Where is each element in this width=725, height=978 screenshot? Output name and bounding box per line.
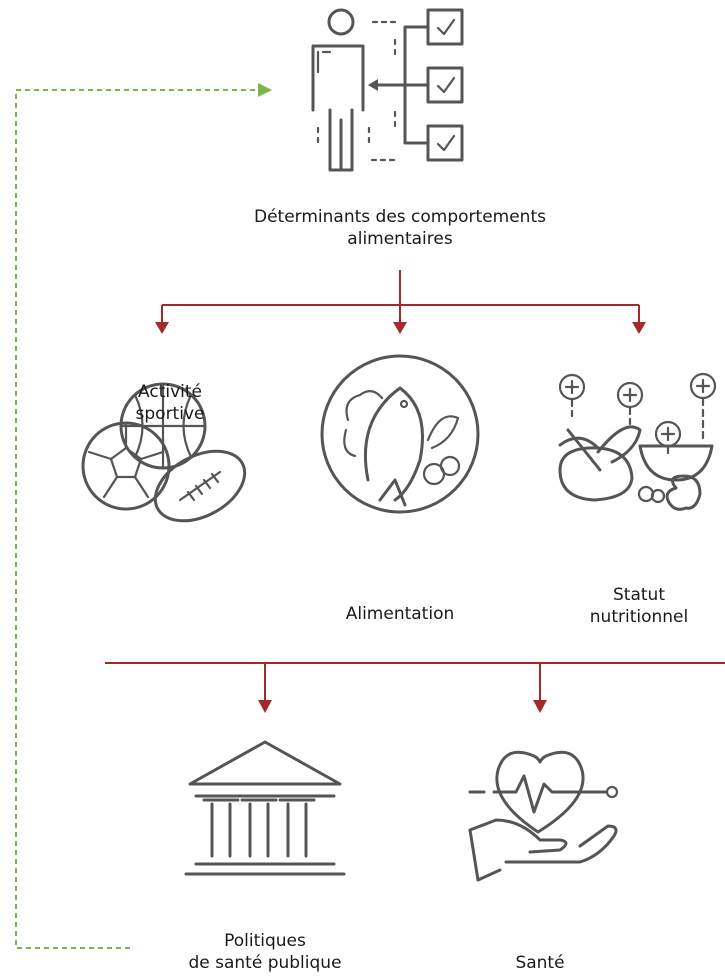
- arrow-to-politiques: [258, 700, 272, 713]
- node-label-statut: Statut nutritionnel: [565, 584, 713, 628]
- politiques-label-line2: de santé publique: [188, 953, 342, 973]
- feedback-arrowhead: [258, 83, 272, 97]
- node-label-determinants: Déterminants des comportements alimentai…: [200, 206, 600, 250]
- arrow-to-activite: [155, 322, 169, 334]
- food-nutrients-icon: [558, 372, 717, 511]
- politiques-label-line1: Politiques: [224, 931, 306, 951]
- heart-hand-icon: [468, 750, 619, 882]
- government-building-icon: [184, 740, 346, 876]
- arrow-to-statut: [632, 322, 646, 334]
- arrow-to-alimentation: [393, 322, 407, 334]
- statut-label-line1: Statut: [613, 585, 665, 605]
- sports-balls-icon: [81, 382, 247, 523]
- branch-connectors-bottom: [105, 662, 725, 700]
- determinants-label-line1: Déterminants des comportements: [254, 207, 546, 227]
- sante-label: Santé: [515, 953, 565, 973]
- feedback-loop: [15, 83, 272, 949]
- statut-label-line2: nutritionnel: [589, 607, 689, 627]
- branch-connectors-top: [161, 270, 640, 322]
- node-label-alimentation: Alimentation: [300, 603, 500, 625]
- fish-plate-icon: [320, 354, 480, 514]
- node-label-activite: Activité sportive: [70, 381, 270, 425]
- determinants-label-line2: alimentaires: [347, 229, 453, 249]
- person-checklist-icon: [311, 8, 464, 172]
- activite-label-line2: sportive: [135, 404, 205, 424]
- node-label-sante: Santé: [440, 952, 640, 974]
- activite-label-line1: Activité: [138, 382, 202, 402]
- node-label-politiques: Politiques de santé publique: [150, 930, 380, 974]
- alimentation-label: Alimentation: [345, 604, 455, 624]
- arrow-to-sante: [533, 700, 547, 713]
